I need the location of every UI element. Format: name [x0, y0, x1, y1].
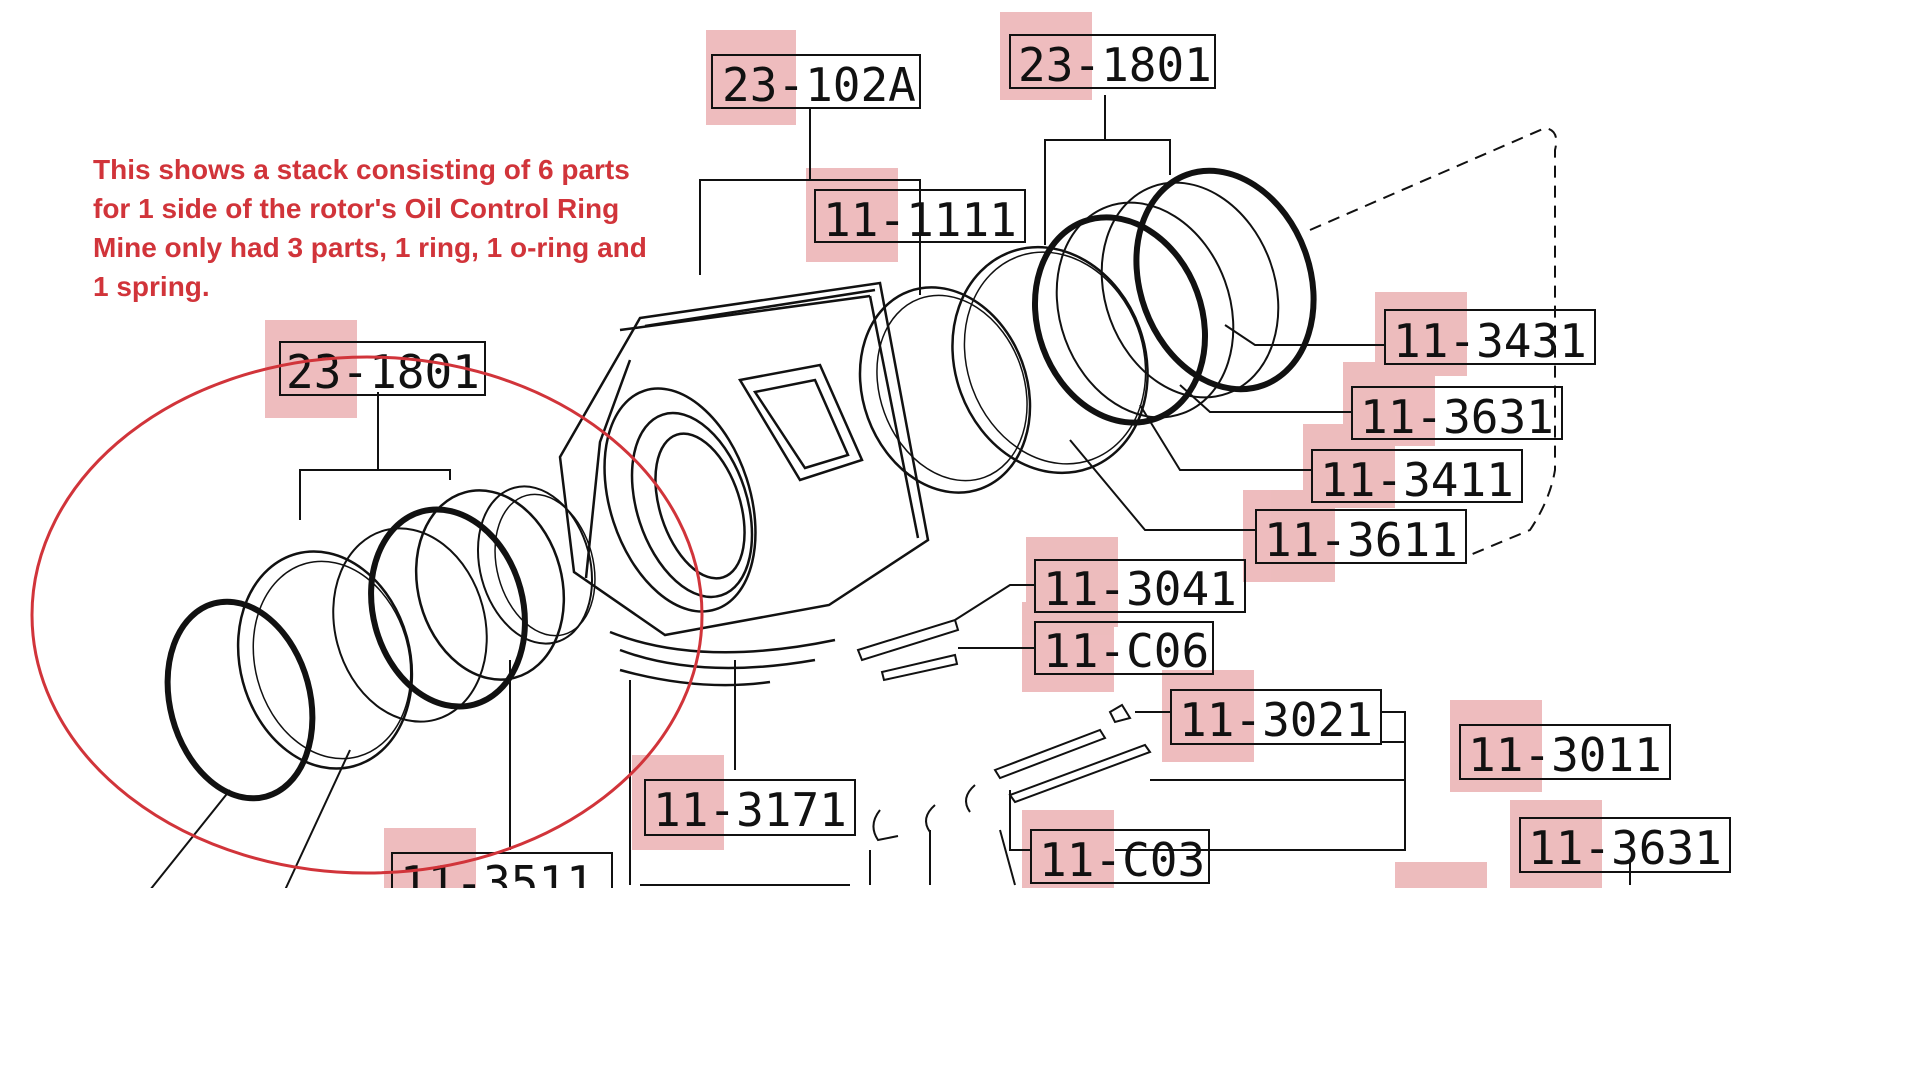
label-11-1111: 11-1111: [814, 189, 1026, 247]
svg-text:11-3611: 11-3611: [1264, 513, 1458, 567]
annotation-line-1: This shows a stack consisting of 6 parts: [93, 154, 630, 185]
rotor-housing: [558, 281, 930, 687]
label-11-3011: 11-3011: [1459, 724, 1671, 782]
svg-text:11-3171: 11-3171: [653, 783, 847, 837]
annotation-line-2: for 1 side of the rotor's Oil Control Ri…: [93, 193, 620, 224]
svg-text:11-3011: 11-3011: [1468, 728, 1662, 782]
label-11-C06: 11-C06: [1034, 621, 1214, 678]
label-11-C03: 11-C03: [1030, 829, 1210, 887]
svg-text:23-1801: 23-1801: [286, 345, 480, 399]
leader-lines: [149, 95, 1631, 891]
label-11-3171: 11-3171: [644, 779, 856, 837]
svg-text:11-3411: 11-3411: [1320, 453, 1514, 507]
svg-text:11-3041: 11-3041: [1043, 562, 1237, 616]
svg-text:11-3631: 11-3631: [1360, 390, 1554, 444]
right-ring-stack: [858, 126, 1558, 556]
label-11-3611: 11-3611: [1255, 509, 1467, 567]
bottom-crop: [0, 888, 1920, 1079]
svg-text:23-102A: 23-102A: [722, 58, 916, 112]
svg-text:11-C06: 11-C06: [1043, 624, 1209, 678]
label-11-3631-b: 11-3631: [1519, 817, 1731, 875]
label-23-102A: 23-102A: [711, 54, 921, 112]
svg-text:11-C03: 11-C03: [1039, 833, 1205, 887]
annotation-line-4: 1 spring.: [93, 271, 210, 302]
left-ring-stack: [164, 485, 596, 802]
label-11-3041: 11-3041: [1034, 559, 1246, 616]
label-23-1801-top: 23-1801: [1009, 34, 1216, 92]
svg-text:11-3631: 11-3631: [1528, 821, 1722, 875]
label-23-1801-left: 23-1801: [279, 341, 486, 399]
red-highlight-circle: [30, 355, 704, 875]
svg-text:11-3021: 11-3021: [1179, 693, 1373, 747]
svg-text:11-3431: 11-3431: [1393, 314, 1587, 368]
label-11-3021: 11-3021: [1170, 689, 1382, 747]
label-11-3411: 11-3411: [1311, 449, 1523, 507]
label-11-3631-a: 11-3631: [1351, 386, 1563, 444]
label-11-3431: 11-3431: [1384, 309, 1596, 368]
svg-text:23-1801: 23-1801: [1018, 38, 1212, 92]
small-parts: [856, 618, 1152, 842]
red-annotation-note: This shows a stack consisting of 6 parts…: [93, 150, 693, 306]
annotation-line-3: Mine only had 3 parts, 1 ring, 1 o-ring …: [93, 232, 647, 263]
svg-text:11-1111: 11-1111: [823, 193, 1017, 247]
